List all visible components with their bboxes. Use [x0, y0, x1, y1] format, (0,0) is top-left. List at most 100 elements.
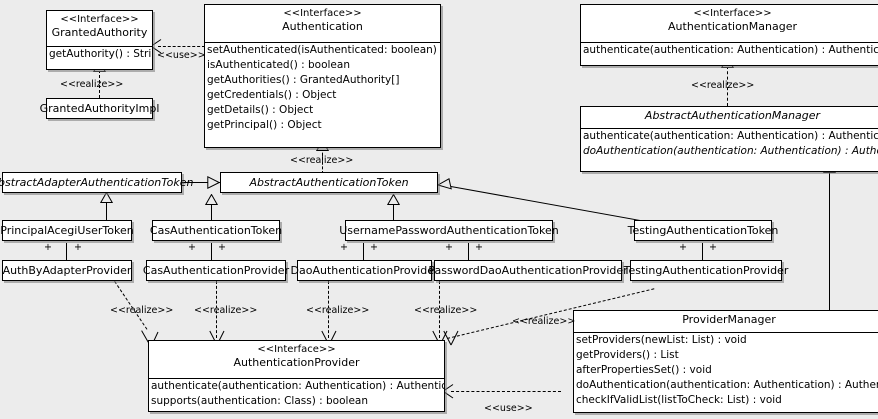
assoc-marker-plus: +	[370, 242, 378, 253]
connector-use-provider-manager	[451, 391, 561, 392]
class-stereotype: <<Interface>>	[257, 344, 336, 355]
operation: getPrincipal() : Object	[207, 119, 322, 131]
label-use-provider-manager: <<use>>	[484, 403, 533, 414]
label-realize-dao-provider: <<realize>>	[306, 305, 370, 316]
assoc-marker-plus: +	[445, 242, 453, 253]
connector-realize-authentication-manager	[727, 66, 728, 106]
label-realize-testing-provider: <<realize>>	[512, 316, 576, 327]
operation: getCredentials() : Object	[207, 89, 337, 101]
connector-assoc-passworddao	[468, 243, 469, 260]
class-name: UsernamePasswordAuthenticationToken	[339, 223, 559, 237]
connector-realize-dao-provider	[328, 281, 329, 338]
operation: isAuthenticated() : boolean	[207, 59, 350, 71]
label-realize-auth-by-adapter: <<realize>>	[110, 305, 174, 316]
triangle-abstract-token-testing	[437, 178, 452, 192]
class-name: AbstractAdapterAuthenticationToken	[0, 175, 194, 189]
connector-assoc-cas	[211, 243, 212, 260]
class-abstract-adapter-authentication-token[interactable]: AbstractAdapterAuthenticationToken	[0, 172, 193, 193]
class-auth-by-adapter-provider[interactable]: AuthByAdapterProvider	[2, 260, 132, 281]
class-name: AuthByAdapterProvider	[2, 263, 132, 277]
class-name: ProviderManager	[682, 313, 776, 326]
connector-realize-granted-authority-impl	[99, 70, 100, 98]
label-realize-password-dao-provider: <<realize>>	[414, 305, 478, 316]
class-username-password-authentication-token[interactable]: UsernamePasswordAuthenticationToken	[339, 220, 559, 241]
class-authentication-manager[interactable]: <<Interface>> AuthenticationManager auth…	[580, 4, 878, 66]
connector-assoc-testing	[702, 243, 703, 260]
class-cas-authentication-provider[interactable]: CasAuthenticationProvider	[143, 260, 289, 281]
connector-testing-token-generalize	[450, 186, 648, 223]
operation: doAuthentication(authentication: Authent…	[576, 379, 878, 391]
class-cas-authentication-token[interactable]: CasAuthenticationToken	[150, 220, 282, 241]
class-abstract-authentication-token[interactable]: AbstractAuthenticationToken	[220, 172, 438, 193]
class-password-dao-authentication-provider[interactable]: PasswordDaoAuthenticationProvider	[428, 260, 628, 281]
class-granted-authority-impl[interactable]: GrantedAuthorityImpl	[40, 98, 159, 119]
class-name: DaoAuthenticationProvider	[290, 263, 439, 277]
triangle-abstract-token-userpass	[387, 194, 400, 205]
connector-cas-token-generalize	[211, 204, 212, 220]
class-authentication-provider[interactable]: <<Interface>> AuthenticationProvider aut…	[148, 340, 445, 412]
class-granted-authority[interactable]: <<Interface>> GrantedAuthority getAuthor…	[46, 10, 153, 70]
arrowhead-realize-testing-provider	[443, 330, 459, 346]
class-name: AuthenticationManager	[668, 20, 797, 33]
operation: checkIfValidList(listToCheck: List) : vo…	[576, 394, 782, 406]
label-realize-cas-provider: <<realize>>	[194, 305, 258, 316]
operation: doAuthentication(authentication: Authent…	[583, 145, 878, 157]
operation: authenticate(authentication: Authenticat…	[583, 130, 878, 142]
operation: supports(authentication: Class) : boolea…	[151, 395, 368, 407]
assoc-marker-plus: +	[218, 242, 226, 253]
triangle-abstract-token-cas	[205, 194, 218, 205]
class-name: AbstractAuthenticationToken	[249, 175, 409, 189]
assoc-marker-plus: +	[188, 242, 196, 253]
connector-adapter-token-to-abstract-token	[181, 182, 221, 183]
class-stereotype: <<Interface>>	[693, 8, 772, 19]
operation: setProviders(newList: List) : void	[576, 334, 747, 346]
class-name: AbstractAuthenticationManager	[644, 109, 821, 122]
class-authentication[interactable]: <<Interface>> Authentication setAuthenti…	[204, 4, 441, 148]
label-use-granted-authority: <<use>>	[157, 50, 206, 61]
label-realize-abstract-auth-manager: <<realize>>	[691, 80, 755, 91]
connector-assoc-dao	[363, 243, 364, 260]
triangle-abstract-authentication-token-left	[207, 176, 220, 189]
assoc-marker-plus: +	[709, 242, 717, 253]
assoc-marker-plus: +	[475, 242, 483, 253]
class-stereotype: <<Interface>>	[60, 14, 139, 25]
operation: setAuthenticated(isAuthenticated: boolea…	[207, 44, 440, 56]
class-name: CasAuthenticationProvider	[142, 263, 290, 277]
operation: authenticate(authentication: Authenticat…	[151, 380, 444, 392]
operation: getAuthority() : String	[49, 48, 152, 60]
label-realize-abstract-auth-token: <<realize>>	[290, 155, 354, 166]
class-dao-authentication-provider[interactable]: DaoAuthenticationProvider	[291, 260, 439, 281]
class-name: PrincipalAcegiUserToken	[0, 223, 134, 237]
assoc-marker-plus: +	[74, 242, 82, 253]
class-name: TestingAuthenticationToken	[627, 223, 779, 237]
operation: authenticate(authentication: Authenticat…	[583, 44, 878, 56]
connector-realize-password-dao-provider	[439, 281, 440, 338]
operation: getAuthorities() : GrantedAuthority[]	[207, 74, 400, 86]
class-abstract-authentication-manager[interactable]: AbstractAuthenticationManager authentica…	[580, 106, 878, 172]
assoc-marker-plus: +	[44, 242, 52, 253]
connector-use-granted-authority	[158, 46, 205, 47]
class-stereotype: <<Interface>>	[283, 8, 362, 19]
connector-assoc-principal-authbyadapter	[66, 243, 67, 260]
connector-realize-authentication	[322, 148, 323, 174]
class-principal-acegi-user-token[interactable]: PrincipalAcegiUserToken	[0, 220, 134, 241]
operation: getProviders() : List	[576, 349, 679, 361]
connector-principal-token-generalize	[106, 194, 107, 220]
class-name: GrantedAuthorityImpl	[39, 101, 160, 115]
triangle-adapter-token	[100, 192, 113, 203]
operation: getDetails() : Object	[207, 104, 314, 116]
class-testing-authentication-provider[interactable]: TestingAuthenticationProvider	[624, 260, 788, 281]
connector-userpass-token-generalize	[393, 204, 394, 220]
class-name: CasAuthenticationToken	[149, 223, 283, 237]
class-name: AuthenticationProvider	[233, 356, 360, 369]
class-name: GrantedAuthority	[51, 26, 148, 39]
class-name: Authentication	[282, 20, 363, 33]
operation: afterPropertiesSet() : void	[576, 364, 712, 376]
class-testing-authentication-token[interactable]: TestingAuthenticationToken	[628, 220, 778, 241]
class-name: PasswordDaoAuthenticationProvider	[428, 263, 628, 277]
label-realize-granted-authority-impl: <<realize>>	[60, 79, 124, 90]
class-provider-manager[interactable]: ProviderManager setProviders(newList: Li…	[573, 310, 878, 413]
assoc-marker-plus: +	[679, 242, 687, 253]
class-name: TestingAuthenticationProvider	[623, 263, 789, 277]
